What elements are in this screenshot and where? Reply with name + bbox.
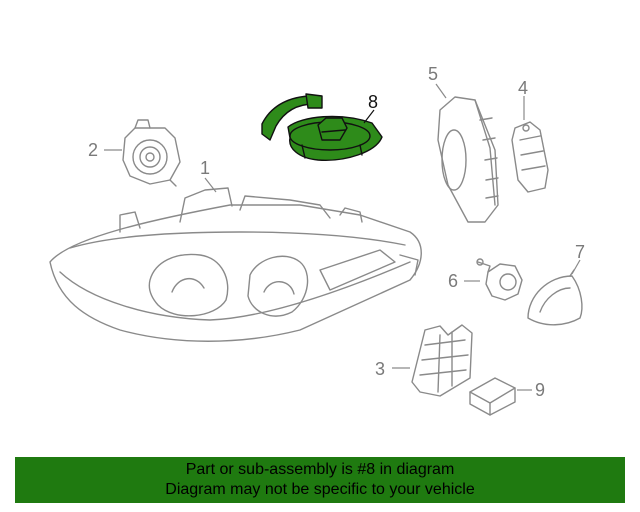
callout-2[interactable]: 2 bbox=[88, 140, 98, 160]
part-7-cover-cap[interactable] bbox=[527, 269, 583, 326]
banner-line-part: Part or sub-assembly is #8 in diagram bbox=[185, 461, 455, 478]
callout-3[interactable]: 3 bbox=[375, 359, 385, 379]
callout-8[interactable]: 8 bbox=[368, 92, 378, 112]
callout-7[interactable]: 7 bbox=[575, 242, 585, 262]
callout-1[interactable]: 1 bbox=[200, 158, 210, 178]
part-6-bulb-socket[interactable] bbox=[476, 258, 523, 301]
part-5-control-unit[interactable] bbox=[437, 96, 499, 223]
leader-line-1 bbox=[204, 177, 217, 193]
leader-line-8 bbox=[363, 109, 375, 124]
callout-4[interactable]: 4 bbox=[518, 78, 528, 98]
callout-6[interactable]: 6 bbox=[448, 271, 458, 291]
part-8-highlighted-ring[interactable] bbox=[261, 93, 383, 161]
part-2-bulb-holder[interactable] bbox=[122, 119, 181, 187]
banner-line-disclaimer: Diagram may not be specific to your vehi… bbox=[165, 481, 475, 498]
parts-diagram: 1 2 3 4 5 6 7 8 9 bbox=[49, 64, 585, 416]
part-3-control-bracket[interactable] bbox=[411, 324, 473, 397]
leader-line-5 bbox=[435, 83, 447, 99]
part-9-module-box[interactable] bbox=[469, 377, 516, 416]
callout-9[interactable]: 9 bbox=[535, 380, 545, 400]
part-4-connector-module[interactable] bbox=[511, 121, 549, 193]
part-1-headlight-assembly[interactable] bbox=[49, 187, 422, 342]
callout-5[interactable]: 5 bbox=[428, 64, 438, 84]
notice-banner: Part or sub-assembly is #8 in diagram Di… bbox=[15, 457, 625, 503]
leader-line-7 bbox=[571, 259, 581, 275]
